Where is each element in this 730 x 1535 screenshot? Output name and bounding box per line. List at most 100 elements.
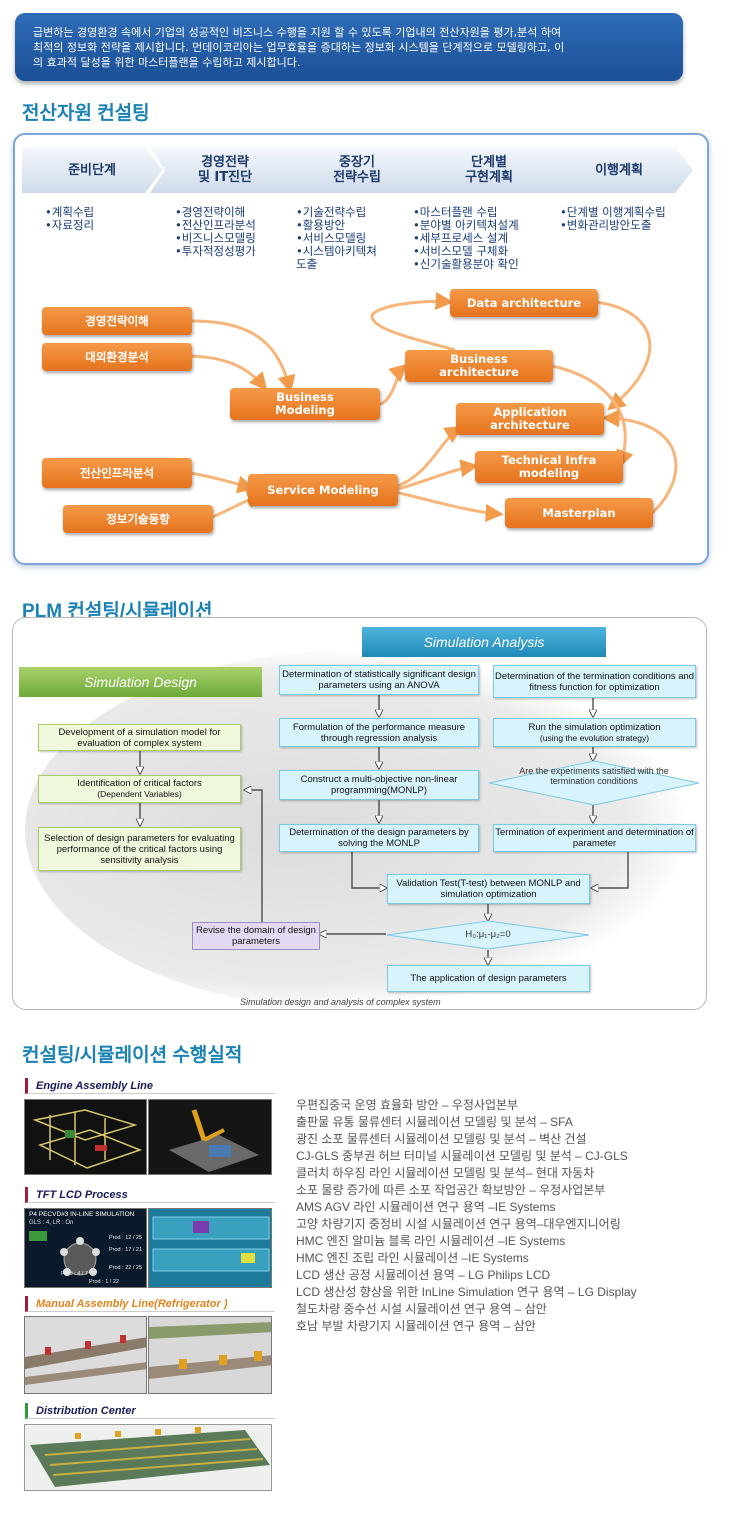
validation-test-box: Validation Test(T-test) between MONLP an… [387, 874, 590, 904]
project-item: 철도차량 중수선 시설 시뮬레이션 연구 용역 – 삼안 [296, 1302, 547, 1316]
project-item: LCD 생산성 향상을 위한 InLine Simulation 연구 용역 –… [296, 1285, 637, 1299]
flow-box-application-architecture: Application architecture [456, 403, 604, 435]
simulation-analysis-header: Simulation Analysis [362, 627, 606, 657]
project-item: 호남 부발 차량기지 시뮬레이션 연구 용역 – 삼안 [296, 1319, 536, 1333]
flow-box-tech-trend: 정보기술동향 [63, 505, 213, 533]
lcd-image-1: P4 PECVD#3 IN-LINE SIMULATION GLS : 4, L… [24, 1208, 147, 1288]
flow-box-business-modeling: Business Modeling [230, 388, 380, 420]
design-step-select-parameters: Selection of design parameters for evalu… [38, 827, 241, 871]
flow-box-masterplan: Masterplan [505, 498, 653, 528]
design-step-develop-model: Development of a simulation model for ev… [38, 724, 241, 751]
lcd-prod: Prod : 12 / 25 [109, 1235, 143, 1241]
project-list: 우편집중국 운영 효율화 방안 – 우정사업본부 출판물 유통 물류센터 시뮬레… [296, 1097, 637, 1335]
flow-box-environment: 대외환경분석 [42, 343, 192, 371]
hypothesis-diamond [386, 920, 590, 950]
section-title-plm: PLM 컨설팅/시뮬레이션 [22, 601, 213, 622]
manual-assembly-illustration [25, 1317, 146, 1393]
manual-assembly-image-1 [24, 1316, 147, 1394]
simulation-caption: Simulation design and analysis of comple… [240, 997, 441, 1007]
project-item: HMC 엔진 조립 라인 시뮬레이션 –IE Systems [296, 1251, 529, 1265]
project-item: 클러치 하우징 라인 시뮬레이션 모델링 및 분석– 현대 자동차 [296, 1166, 595, 1180]
category-distribution-center: Distribution Center [25, 1403, 275, 1419]
phase-label: 단계별 구현계획 [465, 155, 513, 185]
lcd-title: P4 PECVD#3 IN-LINE SIMULATION [29, 1211, 135, 1218]
project-item: 출판물 유통 물류센터 시뮬레이션 모델링 및 분석 – SFA [296, 1115, 573, 1129]
decision-text: Are the experiments satisfied with the t… [519, 766, 669, 786]
revise-domain-box: Revise the domain of design parameters [192, 922, 320, 950]
project-item: 우편집중국 운영 효율화 방안 – 우정사업본부 [296, 1098, 519, 1112]
analysis-step-monlp: Construct a multi-objective non-linear p… [279, 770, 479, 800]
lcd-prod: Prod : 22 / 25 [109, 1265, 143, 1271]
project-item: HMC 엔진 알미늄 블록 라인 시뮬레이션 –IE Systems [296, 1234, 566, 1248]
intro-line: 최적의 정보화 전략을 제시합니다. 먼데이코리아는 업무효율을 증대하는 정보… [33, 41, 565, 54]
project-item: 소포 물량 증가에 따른 소포 작업공간 확보방안 – 우정사업본부 [296, 1183, 606, 1197]
step-subtext: (Dependent Variables) [97, 789, 182, 799]
analysis-step-solve-monlp: Determination of the design parameters b… [279, 824, 479, 852]
flow-box-service-modeling: Service Modeling [248, 474, 398, 506]
phase-strategy: 중장기 전략수립 [282, 147, 432, 193]
analysis-step-anova: Determination of statistically significa… [279, 665, 479, 695]
application-box: The application of design parameters [387, 965, 590, 992]
phase-bullets: •마스터플랜 수립 •분야별 아키텍쳐설계 •세부프로세스 설계 •서비스모델 … [413, 205, 519, 271]
step-text: Selection of design parameters for evalu… [44, 832, 235, 866]
design-step-identify-factors: Identification of critical factors(Depen… [38, 775, 241, 803]
phase-bullets: •단계별 이행계획수립 •변화관리방안도출 [560, 205, 666, 232]
analysis-step-terminate-experiment: Termination of experiment and determinat… [493, 824, 696, 852]
engine-assembly-image-1 [24, 1099, 147, 1175]
step-text: Identification of critical factors [77, 778, 202, 789]
phase-bullets: •경영전략이해 •전산인프라분석 •비즈니스모델링 •투자적정성평가 [175, 205, 256, 258]
analysis-step-run-optimization: Run the simulation optimization(using th… [493, 718, 696, 747]
flow-box-business-architecture: Business architecture [405, 350, 553, 382]
category-tft-lcd: TFT LCD Process [25, 1187, 275, 1203]
lcd-label: GLS : 4, LR : On [29, 1220, 74, 1226]
phase-bullets: •계획수립 •자료정리 [45, 205, 95, 232]
flow-box-strategy: 경영전략이해 [42, 307, 192, 335]
category-manual-assembly: Manual Assembly Line(Refrigerator ) [25, 1296, 275, 1312]
project-item: 광진 소포 물류센터 시뮬레이션 모델링 및 분석 – 벽산 건설 [296, 1132, 587, 1146]
step-subtext: (using the evolution strategy) [539, 732, 650, 743]
lcd-image-2 [148, 1208, 272, 1288]
analysis-step-regression: Formulation of the performance measure t… [279, 718, 479, 747]
phase-plan: 단계별 구현계획 [414, 147, 564, 193]
analysis-step-termination: Determination of the termination conditi… [493, 665, 696, 698]
project-item: LCD 생산 공정 시뮬레이션 용역 – LG Philips LCD [296, 1268, 551, 1282]
engine-factory-illustration [25, 1100, 146, 1174]
simulation-arrows [0, 695, 629, 1010]
engine-robot-illustration [149, 1100, 271, 1174]
decision-diamond [488, 760, 700, 806]
phase-prepare: 준비단계 [22, 147, 162, 193]
phase-diagnosis: 경영전략 및 IT진단 [150, 147, 300, 193]
section-title-it-consulting: 전산자원 컨설팅 [22, 103, 150, 124]
distribution-center-image [24, 1424, 272, 1491]
phase-label: 중장기 전략수립 [333, 155, 381, 185]
intro-banner: 급변하는 경영환경 속에서 기업의 성공적인 비즈니스 수행을 지원 할 수 있… [15, 13, 683, 81]
lcd-stage [29, 1231, 47, 1241]
lcd-prod: Prod : 17 / 21 [109, 1247, 143, 1253]
phase-label: 이행계획 [595, 162, 643, 178]
lcd-prod: Prod : 4 / 7 [61, 1271, 88, 1277]
category-engine-assembly: Engine Assembly Line [25, 1078, 275, 1094]
flow-box-infra: 전산인프라분석 [42, 458, 192, 488]
simulation-design-header: Simulation Design [19, 667, 262, 697]
phase-bullets: •기술전략수립 •활용방안 •서비스모델링 •시스템아키텍쳐 도출 [296, 205, 377, 271]
phase-label: 준비단계 [68, 162, 116, 178]
refrigerator-line-illustration [149, 1317, 271, 1393]
phase-execution: 이행계획 [545, 147, 693, 193]
project-item: 고양 차량기지 중정비 시설 시뮬레이션 연구 용역–대우엔지니어링 [296, 1217, 621, 1231]
phase-label: 경영전략 및 IT진단 [197, 155, 253, 185]
step-text: Development of a simulation model for ev… [58, 726, 221, 749]
flow-box-tech-infra: Technical Infra modeling [475, 451, 623, 483]
engine-assembly-image-2 [148, 1099, 272, 1175]
section-title-track-record: 컨설팅/시뮬레이션 수행실적 [22, 1045, 243, 1066]
manual-assembly-image-2 [148, 1316, 272, 1394]
intro-line: 급변하는 경영환경 속에서 기업의 성공적인 비즈니스 수행을 지원 할 수 있… [33, 26, 562, 39]
lcd-line-diagram [149, 1209, 271, 1287]
project-item: AMS AGV 라인 시뮬레이션 연구 용역 –IE Systems [296, 1200, 556, 1214]
step-text: Run the simulation optimization [528, 721, 661, 733]
lcd-prod: Prod : 1 / 22 [89, 1279, 119, 1285]
hypothesis-text: H₀:μ₁-μ₂=0 [465, 929, 511, 940]
flow-box-data-architecture: Data architecture [450, 289, 598, 317]
distribution-center-illustration [25, 1425, 271, 1490]
intro-line: 의 효과적 달성을 위한 마스터플랜을 수립하고 제시합니다. [33, 56, 301, 69]
project-item: CJ-GLS 중부권 허브 터미널 시뮬레이션 모델링 및 분석 – CJ-GL… [296, 1149, 628, 1163]
